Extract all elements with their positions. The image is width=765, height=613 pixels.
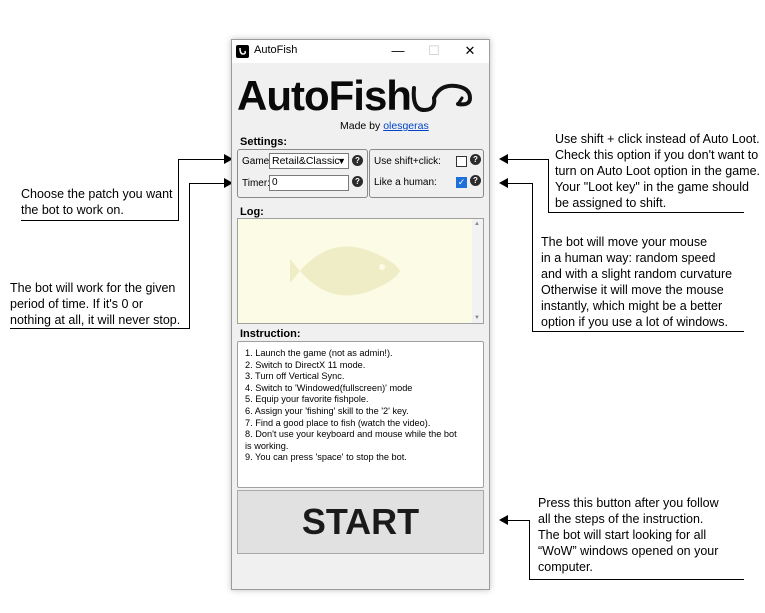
annotation-line: “WoW” windows opened on your [538, 544, 719, 558]
connector-line [189, 183, 190, 329]
annotation-line: Press this button after you follow [538, 496, 719, 510]
annotation-line: Your "Loot key" in the game should [555, 180, 749, 194]
game-timer-group: Game: Retail&Classic ▼ ? Timer: 0 ? [237, 149, 368, 198]
connector-line [507, 520, 530, 521]
annotation-human: The bot will move your mouse in a human … [541, 234, 732, 330]
annotation-line: instantly, which might be a better [541, 299, 723, 313]
connector-line [548, 159, 549, 212]
instruction-line: 2. Switch to DirectX 11 mode. [245, 359, 366, 370]
annotation-line: Choose the patch you want [21, 187, 173, 201]
annotation-line: option if you use a lot of windows. [541, 315, 728, 329]
annotation-line: and with a slight random curvature [541, 267, 733, 281]
game-label: Game: [242, 156, 273, 167]
game-select[interactable]: Retail&Classic ▼ [269, 153, 349, 169]
annotation-line: nothing at all, it will never stop. [10, 313, 181, 327]
instruction-box: 1. Launch the game (not as admin!). 2. S… [237, 341, 484, 488]
title-bar[interactable]: AutoFish — ☐ ✕ [232, 40, 489, 63]
shift-click-checkbox[interactable] [456, 156, 467, 167]
chevron-down-icon: ▼ [337, 156, 346, 166]
instruction-line: 8. Don't use your keyboard and mouse whi… [245, 429, 457, 440]
connector-line [507, 159, 549, 160]
annotation-line: turn on Auto Loot option in the game. [555, 164, 761, 178]
game-select-value: Retail&Classic [272, 155, 340, 167]
arrow-icon [224, 178, 233, 188]
instruction-line: 4. Switch to 'Windowed(fullscreen)' mode [245, 382, 413, 393]
human-help-icon[interactable]: ? [470, 175, 481, 186]
connector-line [189, 183, 225, 184]
autofish-window: AutoFish — ☐ ✕ AutoFish Made by olesgera… [231, 39, 490, 590]
annotation-line: all the steps of the instruction. [538, 512, 704, 526]
log-scrollbar[interactable]: ▲ ▼ [472, 219, 483, 323]
shift-help-icon[interactable]: ? [470, 154, 481, 165]
log-area[interactable]: ▲ ▼ [237, 218, 484, 324]
instruction-line: 6. Assign your 'fishing' skill to the '2… [245, 405, 409, 416]
annotation-line: Otherwise it will move the mouse [541, 283, 724, 297]
annotation-line: be assigned to shift. [555, 196, 667, 210]
window-title: AutoFish [254, 44, 298, 56]
timer-input[interactable]: 0 [269, 175, 349, 191]
annotation-line: the bot to work on. [21, 203, 124, 217]
log-title: Log: [240, 206, 264, 218]
options-group: Use shift+click: ? Like a human: ✓ ? [369, 149, 484, 198]
instruction-line: 5. Equip your favorite fishpole. [245, 394, 369, 405]
logo-text: AutoFish [237, 72, 412, 119]
connector-line [178, 159, 224, 160]
timer-help-icon[interactable]: ? [352, 176, 363, 187]
instruction-title: Instruction: [240, 328, 301, 340]
instruction-line: 3. Turn off Vertical Sync. [245, 371, 345, 382]
instruction-list: 1. Launch the game (not as admin!). 2. S… [238, 342, 483, 464]
annotation-line: Use shift + click instead of Auto Loot. [555, 132, 760, 146]
arrow-icon [499, 178, 508, 188]
arrow-icon [224, 154, 233, 164]
timer-label: Timer: [242, 178, 270, 189]
app-hook-icon [236, 45, 249, 58]
instruction-line: is working. [245, 440, 289, 451]
annotation-line: The bot will work for the given [10, 281, 176, 295]
game-help-icon[interactable]: ? [352, 155, 363, 166]
annotation-line: computer. [538, 560, 593, 574]
human-label: Like a human: [374, 177, 437, 188]
instruction-line: 1. Launch the game (not as admin!). [245, 348, 393, 358]
connector-line [178, 159, 179, 221]
made-by-text: Made by olesgeras [340, 120, 429, 132]
connector-line [548, 212, 744, 213]
connector-line [21, 220, 179, 221]
annotation-line: in a human way: random speed [541, 251, 716, 265]
made-by-prefix: Made by [340, 120, 384, 132]
maximize-icon[interactable]: ☐ [428, 43, 440, 58]
annotation-start: Press this button after you follow all t… [538, 495, 719, 575]
connector-line [507, 183, 533, 184]
connector-line [10, 328, 190, 329]
close-icon[interactable]: ✕ [464, 43, 476, 58]
start-button[interactable]: START [237, 490, 484, 554]
annotation-line: period of time. If it's 0 or [10, 297, 143, 311]
minimize-icon[interactable]: — [391, 43, 405, 58]
annotation-line: Check this option if you don't want to [555, 148, 759, 162]
connector-line [529, 520, 530, 579]
annotation-timer: The bot will work for the given period o… [10, 280, 180, 328]
scroll-down-icon[interactable]: ▼ [474, 315, 480, 321]
arrow-icon [499, 154, 508, 164]
instruction-line: 7. Find a good place to fish (watch the … [245, 417, 431, 428]
connector-line [529, 579, 744, 580]
annotation-line: The bot will start looking for all [538, 528, 707, 542]
annotation-patch: Choose the patch you want the bot to wor… [21, 186, 173, 218]
settings-title: Settings: [240, 136, 288, 148]
scroll-up-icon[interactable]: ▲ [474, 221, 480, 227]
human-checkbox[interactable]: ✓ [456, 177, 467, 188]
author-link[interactable]: olesgeras [383, 120, 429, 132]
instruction-line: 9. You can press 'space' to stop the bot… [245, 452, 407, 463]
connector-line [532, 331, 744, 332]
fish-watermark-icon [290, 246, 400, 296]
shift-click-label: Use shift+click: [374, 156, 441, 167]
annotation-shift: Use shift + click instead of Auto Loot. … [555, 131, 760, 211]
arrow-icon [499, 515, 508, 525]
fish-hook-logo-icon [411, 83, 473, 113]
connector-line [532, 183, 533, 331]
annotation-line: The bot will move your mouse [541, 235, 708, 249]
